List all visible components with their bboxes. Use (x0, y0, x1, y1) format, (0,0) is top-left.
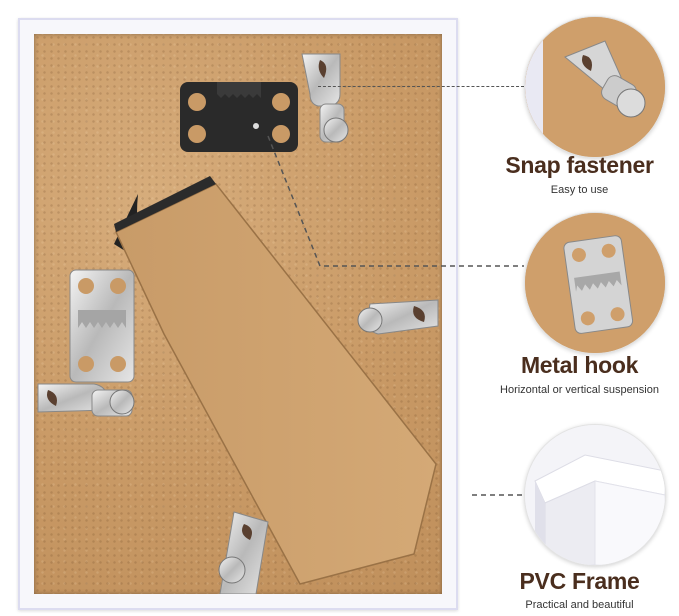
pvc-frame-corner-closeup (524, 424, 666, 566)
sawtooth-hanger-top (180, 82, 298, 152)
snap-clip-left (37, 383, 135, 417)
feature-title-snap: Snap fastener (505, 152, 654, 178)
snap-clip-top (301, 53, 349, 143)
fiberboard-backing (34, 34, 442, 594)
feature-title-pvc: PVC Frame (519, 568, 640, 594)
feature-subtitle-pvc: Practical and beautiful (525, 599, 634, 611)
snap-clip-bottom (218, 511, 269, 594)
feature-subtitle-snap: Easy to use (550, 184, 609, 196)
feature-subtitle-hook: Horizontal or vertical suspension (500, 384, 659, 396)
easel-stand (114, 176, 437, 585)
sawtooth-hanger-left (69, 269, 135, 383)
metal-hook-closeup (524, 212, 666, 354)
connector-line-snap (318, 86, 524, 87)
feature-title-hook: Metal hook (520, 352, 639, 378)
snap-fastener-closeup (524, 16, 666, 158)
frame-back-illustration (37, 53, 439, 594)
snap-clip-right (357, 299, 439, 335)
picture-frame-photo (18, 18, 458, 610)
